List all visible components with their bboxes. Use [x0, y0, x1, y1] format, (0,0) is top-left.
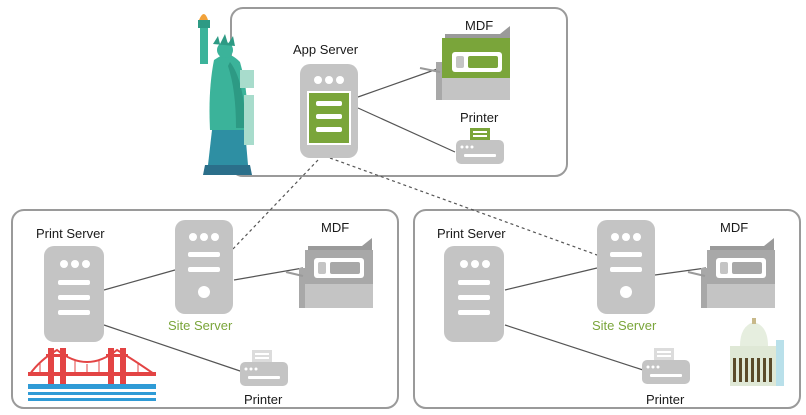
- right-print-to-printer-line: [504, 324, 644, 371]
- top-mdf-label: MDF: [465, 18, 494, 33]
- right-site-to-mdf-line: [654, 267, 707, 276]
- capitol-building-icon: [730, 318, 784, 386]
- app-server-icon: [300, 64, 358, 158]
- left-site-server-icon: [175, 220, 233, 314]
- top-printer-icon: [456, 128, 504, 164]
- app-to-left-site-dashed: [231, 159, 319, 251]
- right-site-server-icon: [597, 220, 655, 314]
- right-printer-label: Printer: [646, 392, 685, 407]
- left-mdf-icon: [285, 238, 373, 308]
- app-to-right-site-dashed: [329, 157, 598, 256]
- right-mdf-icon: [687, 238, 775, 308]
- left-mdf-label: MDF: [321, 220, 350, 235]
- top-mdf-icon: [419, 26, 510, 100]
- app-to-mdf-line: [357, 67, 441, 98]
- left-print-server-icon: [44, 246, 104, 342]
- right-print-to-site-line: [504, 267, 598, 291]
- right-mdf-label: MDF: [720, 220, 749, 235]
- app-to-printer-line: [357, 107, 456, 153]
- app-server-label: App Server: [293, 42, 359, 57]
- connections: [103, 67, 707, 373]
- left-site-box: [11, 209, 399, 409]
- top-printer-label: Printer: [460, 110, 499, 125]
- left-printer-label: Printer: [244, 392, 283, 407]
- right-site-box: [413, 209, 801, 409]
- top-site-box: [230, 7, 568, 177]
- right-print-server-icon: [444, 246, 504, 342]
- right-printer-icon: [642, 348, 690, 384]
- right-site-server-label: Site Server: [592, 318, 657, 333]
- left-site-server-label: Site Server: [168, 318, 233, 333]
- statue-of-liberty-icon: [198, 14, 254, 175]
- right-print-server-label: Print Server: [437, 226, 506, 241]
- golden-gate-bridge-icon: [28, 348, 156, 401]
- left-print-server-label: Print Server: [36, 226, 105, 241]
- left-site-to-mdf-line: [233, 267, 304, 281]
- left-printer-icon: [240, 350, 288, 386]
- left-print-to-printer-line: [103, 324, 244, 373]
- left-print-to-site-line: [103, 269, 176, 291]
